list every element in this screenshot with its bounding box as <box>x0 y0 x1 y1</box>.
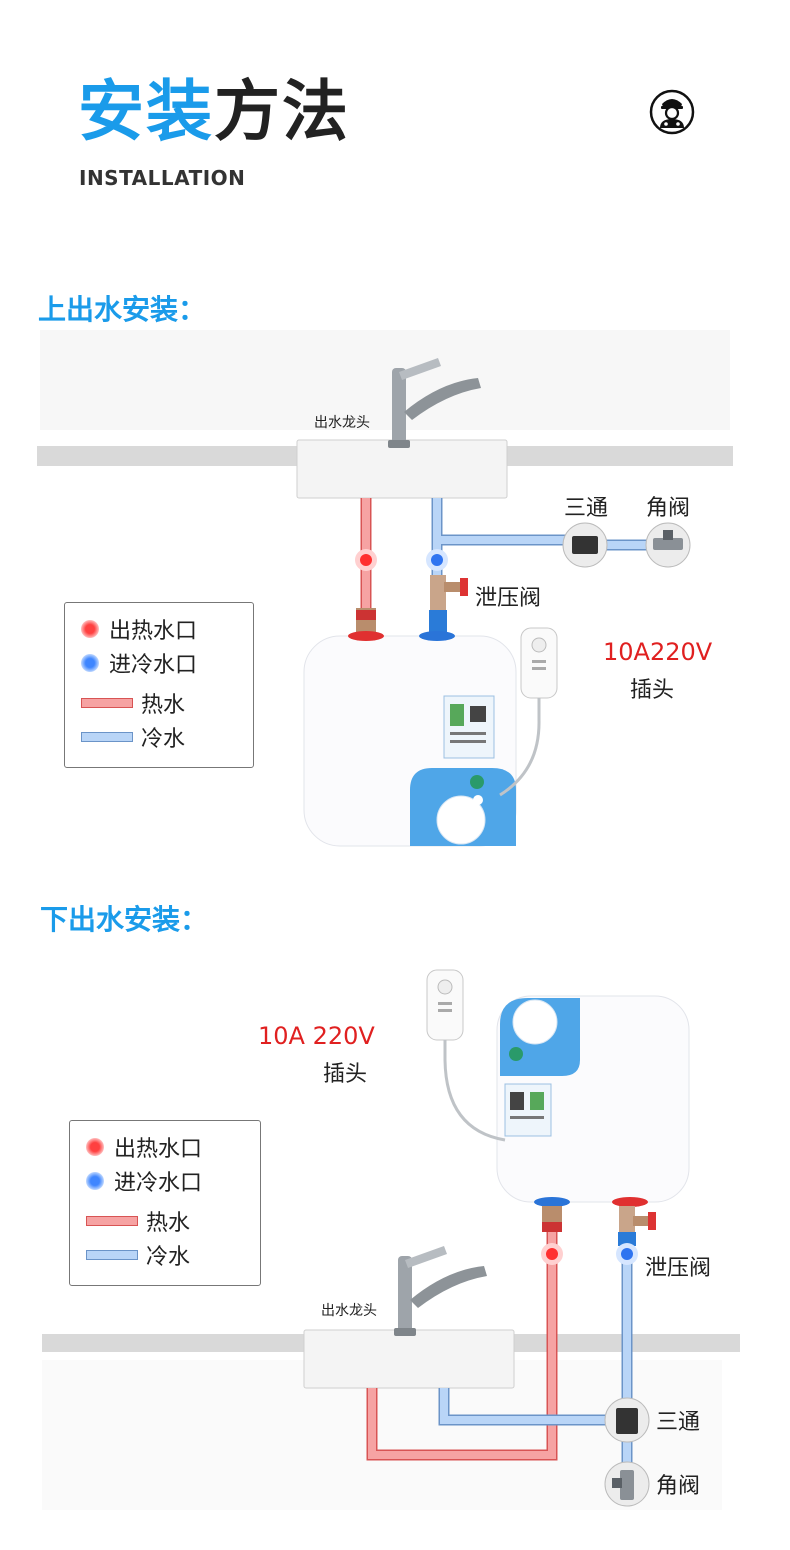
top-legend-hot-outlet-label: 出热水口 <box>109 619 198 644</box>
bottom-section-title: 下出水安装： <box>40 903 209 936</box>
cold-water-swatch <box>86 1250 138 1260</box>
bottom-sink <box>303 1329 515 1389</box>
top-tee <box>562 522 608 568</box>
top-water-heater <box>303 631 517 847</box>
top-plug-label: 插头 <box>630 678 675 703</box>
cold-inlet-dot-icon <box>86 1172 104 1190</box>
hot-outlet-dot-icon <box>86 1138 104 1156</box>
bottom-legend-hot-water-label: 热水 <box>146 1211 191 1236</box>
page-title: 安装方法 <box>78 72 350 152</box>
bottom-legend-cold-inlet: 进冷水口 <box>86 1165 202 1197</box>
bottom-angle-valve <box>604 1461 650 1507</box>
bottom-relief-valve <box>618 1206 656 1246</box>
bottom-angle-valve-label: 角阀 <box>656 1474 701 1499</box>
top-legend-cold-inlet-label: 进冷水口 <box>109 653 198 678</box>
top-legend-cold-inlet: 进冷水口 <box>81 647 197 679</box>
bottom-relief-valve-label: 泄压阀 <box>645 1256 712 1281</box>
bottom-legend-hot-outlet: 出热水口 <box>86 1131 202 1163</box>
bottom-installation-diagram <box>42 969 740 1510</box>
top-tee-label: 三通 <box>564 496 609 521</box>
top-installation-diagram <box>37 330 733 847</box>
top-plug-rating: 10A220V <box>603 638 713 666</box>
hot-water-swatch <box>86 1216 138 1226</box>
bottom-legend-hot-water: 热水 <box>86 1205 190 1237</box>
bottom-legend-cold-water: 冷水 <box>86 1239 190 1271</box>
bottom-faucet <box>394 1246 487 1336</box>
top-faucet-label: 出水龙头 <box>314 415 370 431</box>
top-angle-valve <box>645 522 691 568</box>
page-title-part1: 安装 <box>78 73 214 150</box>
top-relief-valve <box>429 575 468 632</box>
bottom-tee <box>604 1397 650 1443</box>
bottom-legend-cold-inlet-label: 进冷水口 <box>114 1171 203 1196</box>
bottom-plug-label: 插头 <box>323 1062 368 1087</box>
top-faucet <box>388 358 481 448</box>
top-legend-hot-water: 热水 <box>81 687 185 719</box>
bottom-legend-hot-outlet-label: 出热水口 <box>114 1137 203 1162</box>
top-power-plug <box>499 627 558 797</box>
bottom-water-heater <box>496 995 690 1207</box>
hot-water-swatch <box>81 698 133 708</box>
bottom-plug-rating: 10A 220V <box>258 1022 375 1050</box>
worker-icon <box>648 88 696 136</box>
top-relief-valve-label: 泄压阀 <box>475 586 542 611</box>
top-angle-valve-label: 角阀 <box>646 496 691 521</box>
bottom-legend-cold-water-label: 冷水 <box>146 1245 191 1270</box>
top-legend: 出热水口 进冷水口 热水 冷水 <box>64 602 254 768</box>
cold-inlet-dot-icon <box>81 654 99 672</box>
page-subtitle: INSTALLATION <box>79 166 246 190</box>
bottom-legend: 出热水口 进冷水口 热水 冷水 <box>69 1120 261 1286</box>
top-section-title: 上出水安装： <box>38 293 207 326</box>
top-legend-cold-water: 冷水 <box>81 721 185 753</box>
hot-outlet-dot-icon <box>81 620 99 638</box>
page-title-part2: 方法 <box>214 73 350 150</box>
top-legend-hot-water-label: 热水 <box>141 693 186 718</box>
top-sink <box>296 439 508 499</box>
top-legend-hot-outlet: 出热水口 <box>81 613 197 645</box>
bottom-faucet-label: 出水龙头 <box>321 1303 377 1319</box>
top-legend-cold-water-label: 冷水 <box>141 727 186 752</box>
bottom-power-plug <box>426 969 506 1142</box>
cold-water-swatch <box>81 732 133 742</box>
bottom-tee-label: 三通 <box>656 1410 701 1435</box>
